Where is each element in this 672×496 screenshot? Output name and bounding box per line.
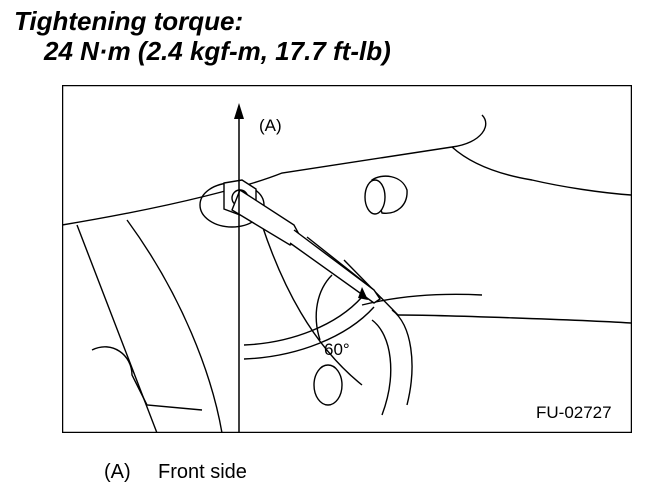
figure-code: FU-02727 (536, 403, 612, 422)
figure-frame (62, 85, 632, 433)
torque-title: Tightening torque: (14, 6, 244, 36)
torque-heading: Tightening torque: 24 N·m (2.4 kgf-m, 17… (14, 6, 391, 66)
wrench-icon (231, 188, 381, 304)
arrow-label: (A) (259, 116, 282, 135)
angle-arc-inner (243, 306, 375, 360)
legend-caption: (A) Front side (104, 461, 247, 484)
installation-diagram: (A) 60° FU-02727 (62, 85, 632, 433)
angle-label: 60° (324, 340, 350, 359)
arc-arrow-icon (358, 287, 368, 300)
legend-key: (A) (104, 461, 131, 483)
lower-knob-icon (313, 364, 343, 406)
legend-text: Front side (158, 461, 247, 483)
angle-arc (243, 296, 363, 346)
torque-value: 24 N·m (2.4 kgf-m, 17.7 ft-lb) (44, 36, 391, 66)
grommet-icon (364, 175, 408, 215)
front-arrow-icon (234, 103, 244, 119)
